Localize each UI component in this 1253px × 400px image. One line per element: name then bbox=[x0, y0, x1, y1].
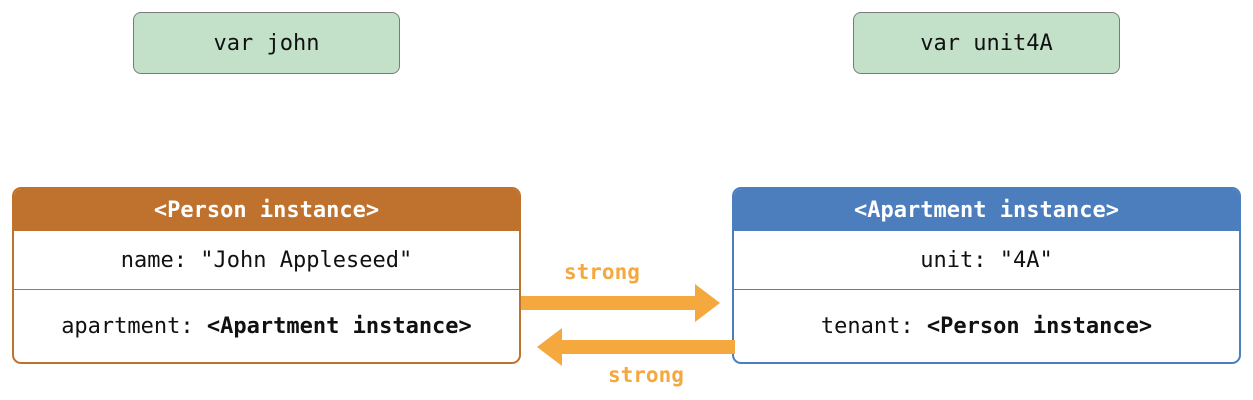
person-name-key: name: bbox=[120, 247, 201, 273]
person-instance-box: <Person instance> name: "John Appleseed"… bbox=[12, 187, 521, 364]
strong-label-forward: strong bbox=[564, 260, 640, 284]
person-name-value: "John Appleseed" bbox=[200, 247, 413, 273]
apartment-instance-box: <Apartment instance> unit: "4A" tenant: … bbox=[732, 187, 1241, 364]
person-name-row: name: "John Appleseed" bbox=[14, 231, 519, 290]
person-apartment-row: apartment: <Apartment instance> bbox=[14, 290, 519, 362]
person-instance-header: <Person instance> bbox=[14, 189, 519, 231]
strong-label-backward: strong bbox=[608, 363, 684, 387]
apartment-unit-row: unit: "4A" bbox=[734, 231, 1239, 290]
variable-john-label: var john bbox=[213, 30, 320, 56]
variable-unit4a: var unit4A bbox=[853, 12, 1120, 74]
person-apartment-value: <Apartment instance> bbox=[206, 314, 472, 339]
variable-john: var john bbox=[133, 12, 400, 74]
apartment-instance-header: <Apartment instance> bbox=[734, 189, 1239, 231]
apartment-unit-value: "4A" bbox=[999, 247, 1053, 273]
strong-arrow-forward bbox=[521, 284, 720, 322]
apartment-tenant-key: tenant: bbox=[820, 314, 927, 339]
variable-unit4a-label: var unit4A bbox=[920, 30, 1053, 56]
apartment-unit-key: unit: bbox=[920, 247, 1000, 273]
person-apartment-key: apartment: bbox=[61, 314, 207, 339]
apartment-tenant-row: tenant: <Person instance> bbox=[734, 290, 1239, 362]
strong-arrow-backward bbox=[537, 328, 735, 366]
apartment-tenant-value: <Person instance> bbox=[926, 314, 1153, 339]
